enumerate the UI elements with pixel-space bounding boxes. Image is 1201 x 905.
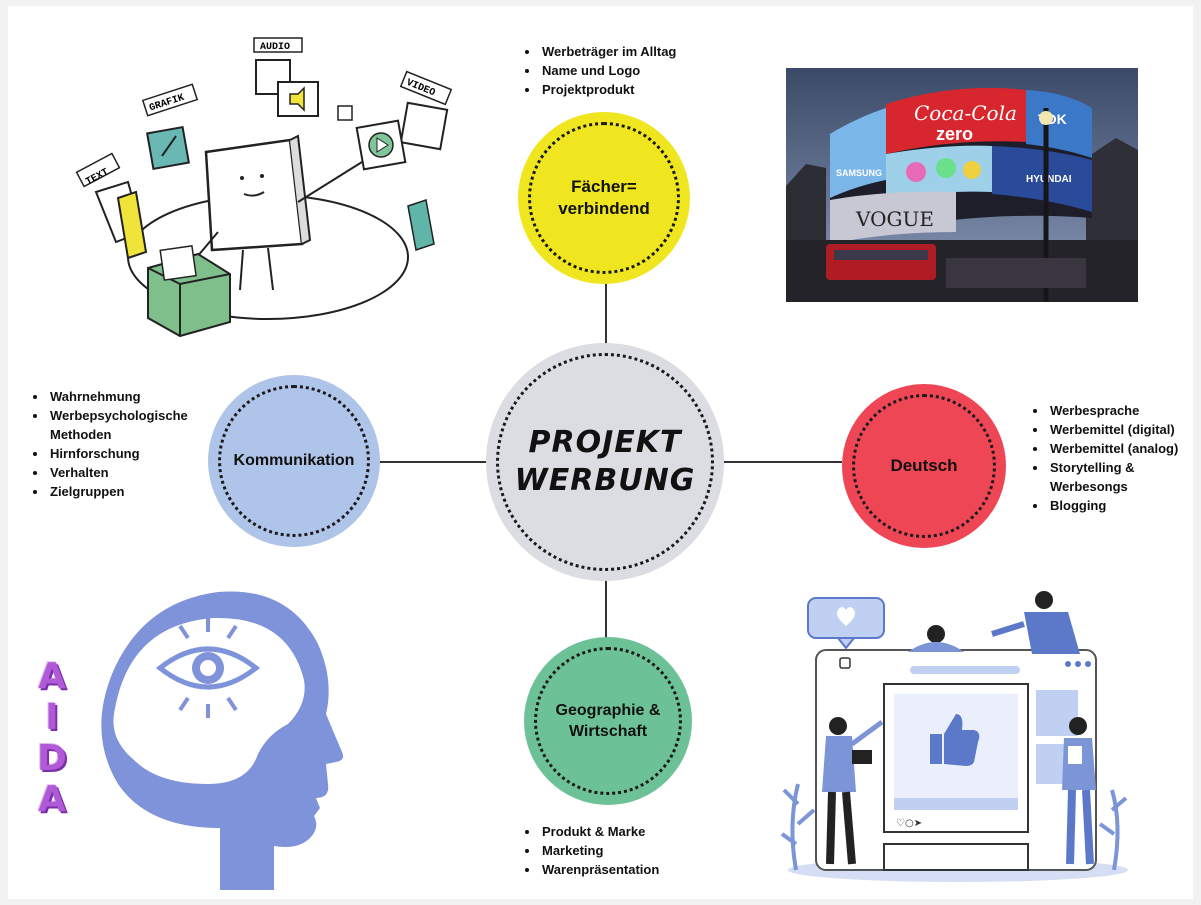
node-deutsch: Deutsch: [842, 384, 1006, 548]
photo-sign-brand: Coca-Cola: [914, 101, 1017, 125]
photo-sign-zero: zero: [936, 124, 973, 144]
list-item: Marketing: [540, 841, 740, 860]
sketch-audio-tag: AUDIO: [260, 42, 290, 53]
aida-letter: A: [38, 779, 66, 820]
list-right: Werbesprache Werbemittel (digital) Werbe…: [1032, 401, 1193, 515]
list-item: Storytelling & Werbesongs: [1048, 458, 1193, 496]
list-left: Wahrnehmung Werbepsychologische Methoden…: [32, 387, 228, 501]
head-eye-illustration: [101, 591, 344, 890]
node-faecher-verbindend: Fächer= verbindend: [518, 112, 690, 284]
center-label-line2: WERBUNG: [514, 463, 696, 498]
social-media-illustration: ♡○➤: [780, 591, 1128, 882]
aida-letter: D: [37, 738, 67, 779]
list-item: Blogging: [1048, 496, 1193, 515]
aida-letter: A: [38, 656, 66, 697]
list-item: Name und Logo: [540, 61, 750, 80]
node-geographie-wirtschaft: Geographie & Wirtschaft: [524, 637, 692, 805]
list-item: Verhalten: [48, 463, 228, 482]
list-item: Werbemittel (digital): [1048, 420, 1193, 439]
node-left-label: Kommunikation: [233, 452, 355, 469]
billboard-photo: Coca-Cola zero TDK SAMSUNG HYUNDAI VOGUE: [786, 68, 1138, 302]
node-kommunikation: Kommunikation: [208, 375, 380, 547]
center-label-line1: PROJEKT: [528, 425, 682, 460]
center-node: PROJEKT WERBUNG: [486, 343, 724, 581]
list-item: Hirnforschung: [48, 444, 228, 463]
photo-sign-samsung: SAMSUNG: [836, 168, 882, 178]
list-item: Projektprodukt: [540, 80, 750, 99]
list-item: Warenpräsentation: [540, 860, 740, 879]
media-sketch-illustration: TEXT GRAFIK AUDIO VIDEO: [75, 37, 453, 338]
photo-sign-hyundai: HYUNDAI: [1026, 174, 1072, 185]
list-item: Zielgruppen: [48, 482, 228, 501]
node-bottom-label-line1: Geographie &: [555, 702, 661, 719]
node-right-label: Deutsch: [890, 456, 958, 475]
photo-sign-vogue: VOGUE: [855, 207, 934, 231]
list-top: Werbeträger im Alltag Name und Logo Proj…: [524, 42, 750, 99]
connector-lines: [370, 276, 842, 638]
mindmap-canvas: PROJEKT WERBUNG Fächer= verbindend Kommu…: [8, 6, 1193, 899]
svg-text:♡○➤: ♡○➤: [896, 818, 922, 829]
list-item: Wahrnehmung: [48, 387, 228, 406]
node-bottom-label-line2: Wirtschaft: [568, 723, 648, 740]
list-item: Produkt & Marke: [540, 822, 740, 841]
node-top-label-line2: verbindend: [558, 199, 650, 218]
aida-letter: I: [45, 697, 59, 738]
list-bottom: Produkt & Marke Marketing Warenpräsentat…: [524, 822, 740, 879]
node-top-label-line1: Fächer=: [571, 177, 637, 196]
list-item: Werbeträger im Alltag: [540, 42, 750, 61]
aida-acronym: A I D A: [32, 656, 72, 820]
list-item: Werbesprache: [1048, 401, 1193, 420]
list-item: Werbemittel (analog): [1048, 439, 1193, 458]
list-item: Werbepsychologische Methoden: [48, 406, 228, 444]
